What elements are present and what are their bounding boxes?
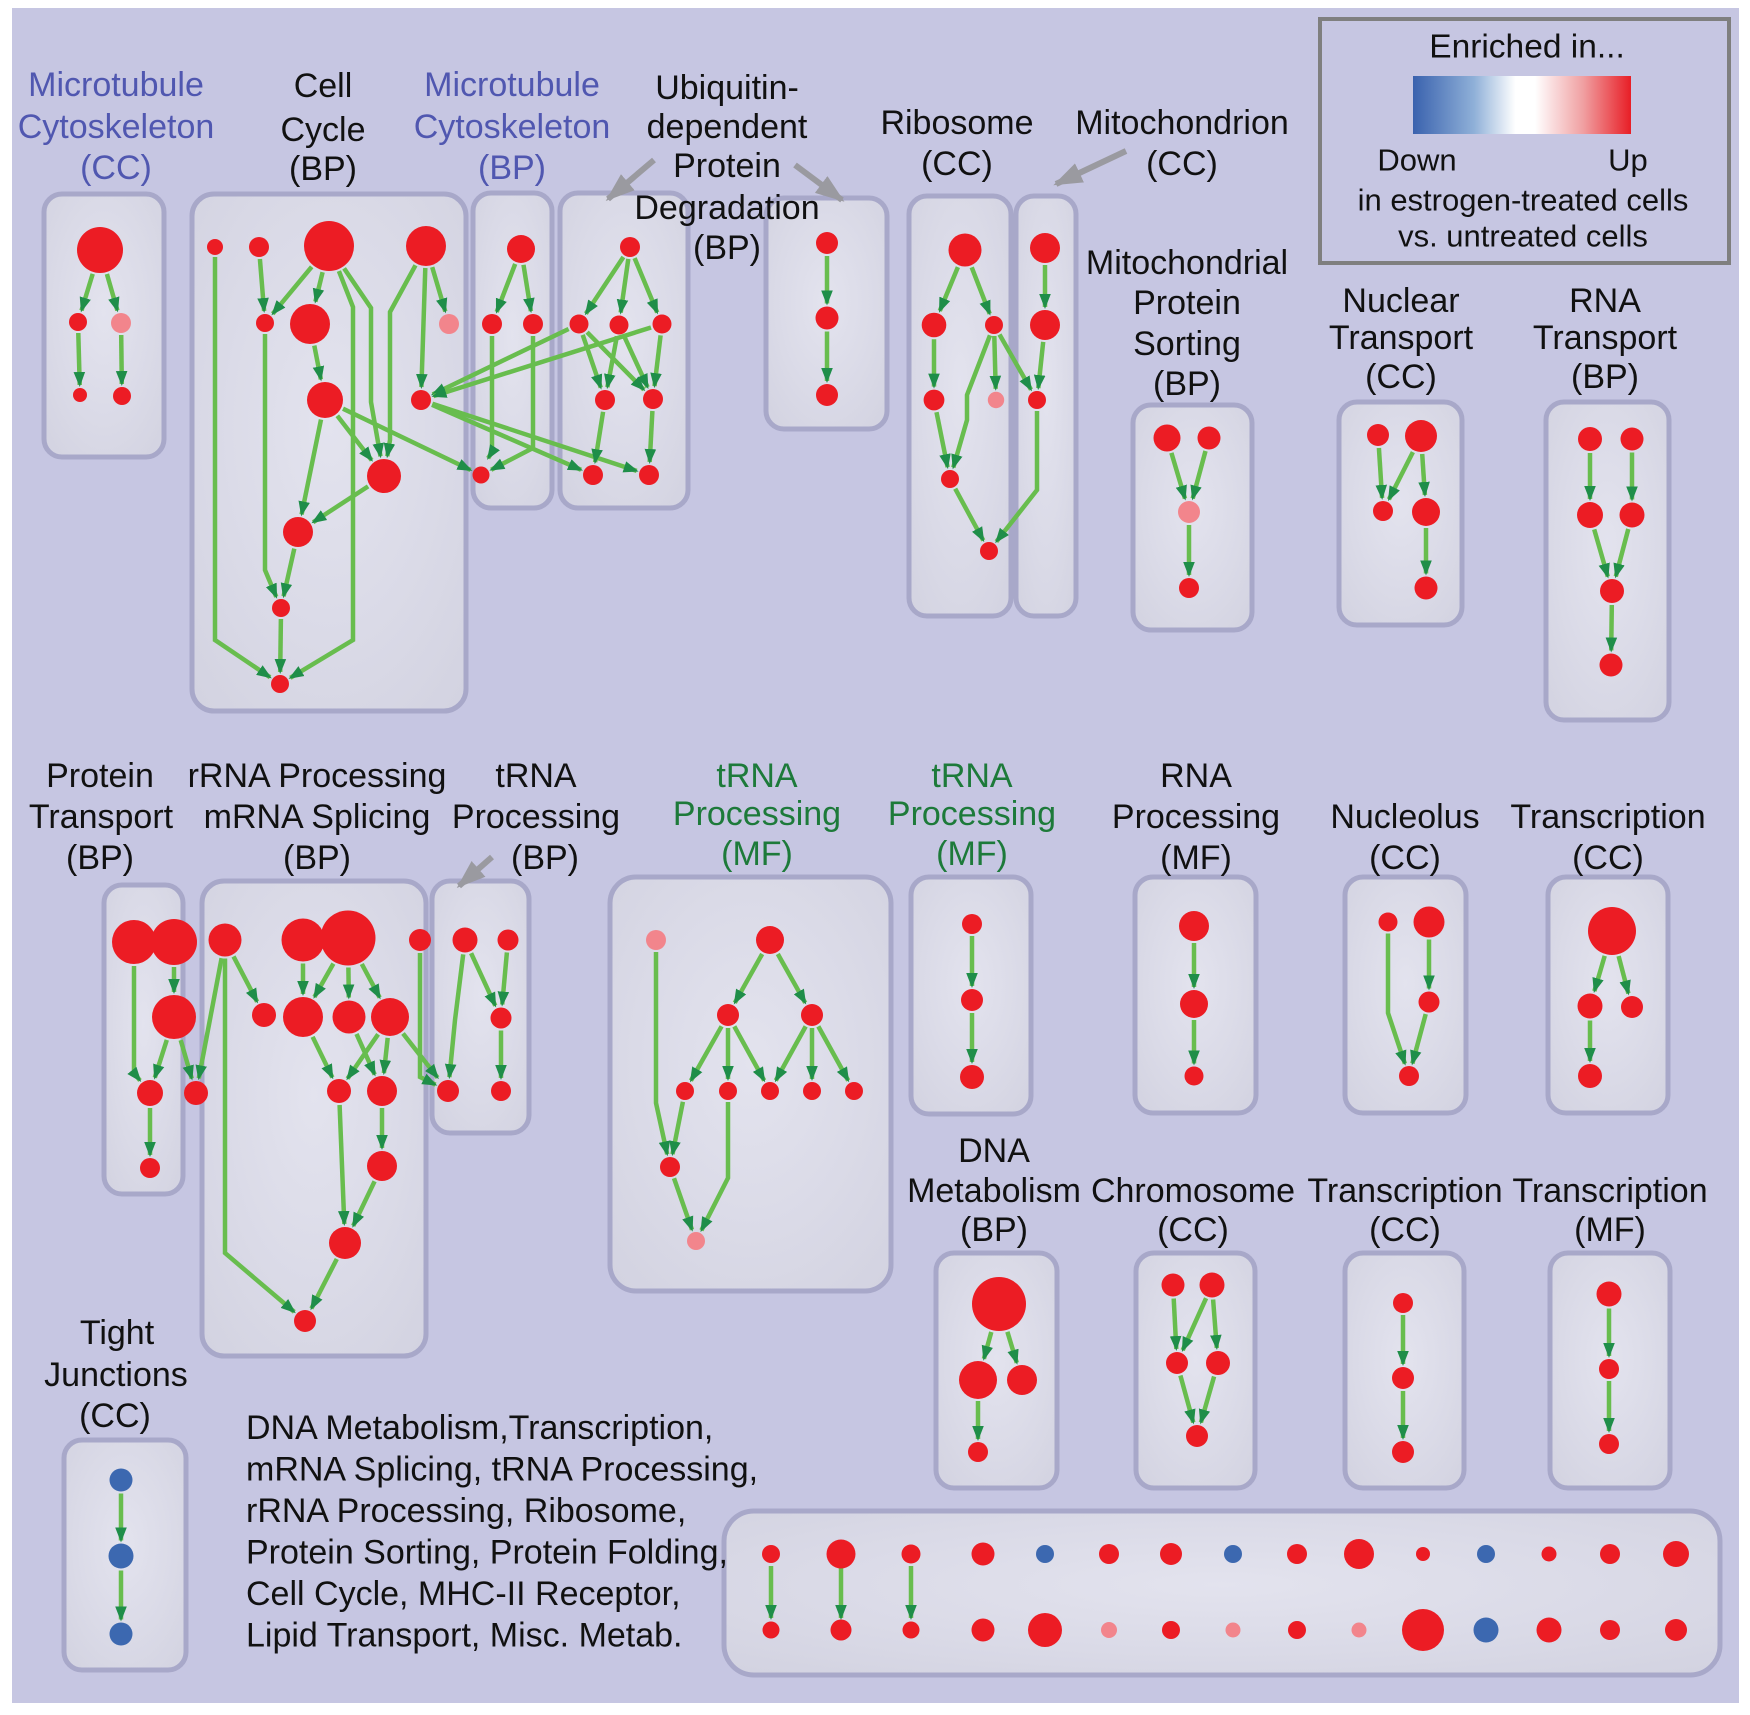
svg-text:Protein: Protein: [673, 147, 781, 185]
svg-text:Cell: Cell: [294, 67, 353, 105]
svg-text:Protein Sorting, Protein Foldi: Protein Sorting, Protein Folding,: [246, 1534, 728, 1572]
svg-text:Junctions: Junctions: [44, 1356, 188, 1394]
svg-text:DNA Metabolism,Transcription,: DNA Metabolism,Transcription,: [246, 1409, 713, 1447]
svg-text:Processing: Processing: [888, 795, 1056, 833]
svg-text:(BP): (BP): [1571, 358, 1639, 396]
svg-text:Mitochondrion: Mitochondrion: [1075, 104, 1289, 142]
svg-text:Tight: Tight: [80, 1314, 155, 1352]
svg-text:(BP): (BP): [693, 229, 761, 267]
svg-text:in estrogen-treated cells: in estrogen-treated cells: [1358, 183, 1689, 218]
svg-text:Transport: Transport: [1329, 319, 1474, 357]
svg-text:RNA: RNA: [1569, 282, 1641, 320]
svg-text:Processing: Processing: [673, 795, 841, 833]
svg-text:(BP): (BP): [478, 149, 546, 187]
svg-text:(CC): (CC): [1146, 145, 1218, 183]
svg-text:Nucleolus: Nucleolus: [1330, 798, 1479, 836]
svg-text:Down: Down: [1377, 143, 1456, 178]
svg-text:Up: Up: [1608, 143, 1648, 178]
svg-text:Enriched in...: Enriched in...: [1429, 29, 1625, 66]
svg-text:(CC): (CC): [1157, 1211, 1229, 1249]
svg-text:Degradation: Degradation: [634, 189, 819, 227]
svg-text:Processing: Processing: [1112, 798, 1280, 836]
svg-text:Processing: Processing: [452, 798, 620, 836]
svg-text:Protein: Protein: [1133, 284, 1241, 322]
svg-text:Ribosome: Ribosome: [880, 104, 1033, 142]
svg-text:(CC): (CC): [80, 149, 152, 187]
svg-text:RNA: RNA: [1160, 757, 1232, 795]
svg-text:(BP): (BP): [66, 839, 134, 877]
svg-text:(CC): (CC): [1369, 1211, 1441, 1249]
svg-text:(MF): (MF): [1160, 839, 1232, 877]
svg-text:(BP): (BP): [511, 839, 579, 877]
svg-text:(CC): (CC): [1369, 839, 1441, 877]
svg-text:Chromosome: Chromosome: [1091, 1172, 1295, 1210]
svg-text:Transcription: Transcription: [1510, 798, 1705, 836]
svg-text:Mitochondrial: Mitochondrial: [1086, 244, 1288, 282]
svg-text:Lipid Transport, Misc. Metab.: Lipid Transport, Misc. Metab.: [246, 1617, 683, 1655]
svg-text:(CC): (CC): [1365, 358, 1437, 396]
svg-text:mRNA Splicing: mRNA Splicing: [204, 798, 431, 836]
svg-text:Cytoskeleton: Cytoskeleton: [18, 108, 215, 146]
svg-text:vs. untreated cells: vs. untreated cells: [1398, 219, 1648, 254]
svg-text:(MF): (MF): [721, 835, 793, 873]
svg-text:(CC): (CC): [79, 1397, 151, 1435]
svg-text:Protein: Protein: [46, 757, 154, 795]
svg-text:Transport: Transport: [1533, 319, 1678, 357]
svg-text:Cytoskeleton: Cytoskeleton: [414, 108, 611, 146]
svg-text:(MF): (MF): [936, 835, 1008, 873]
svg-text:(BP): (BP): [289, 150, 357, 188]
svg-text:(BP): (BP): [283, 839, 351, 877]
svg-text:Transcription: Transcription: [1307, 1172, 1502, 1210]
svg-text:tRNA: tRNA: [931, 757, 1013, 795]
svg-text:Cycle: Cycle: [280, 111, 365, 149]
svg-text:DNA: DNA: [958, 1132, 1030, 1170]
svg-text:(CC): (CC): [921, 145, 993, 183]
svg-text:Ubiquitin-: Ubiquitin-: [655, 69, 799, 107]
svg-text:Nuclear: Nuclear: [1342, 282, 1459, 320]
svg-text:(CC): (CC): [1572, 839, 1644, 877]
svg-text:Transport: Transport: [29, 798, 174, 836]
svg-text:Cell Cycle, MHC-II Receptor,: Cell Cycle, MHC-II Receptor,: [246, 1575, 681, 1613]
svg-text:Transcription: Transcription: [1512, 1172, 1707, 1210]
svg-text:tRNA: tRNA: [495, 757, 577, 795]
svg-text:mRNA Splicing, tRNA Processing: mRNA Splicing, tRNA Processing,: [246, 1451, 758, 1489]
svg-text:(BP): (BP): [960, 1211, 1028, 1249]
svg-text:Metabolism: Metabolism: [907, 1172, 1081, 1210]
svg-text:(BP): (BP): [1153, 365, 1221, 403]
svg-text:rRNA Processing, Ribosome,: rRNA Processing, Ribosome,: [246, 1492, 686, 1530]
svg-text:tRNA: tRNA: [716, 757, 798, 795]
svg-text:Microtubule: Microtubule: [28, 66, 204, 104]
svg-text:(MF): (MF): [1574, 1211, 1646, 1249]
svg-text:Microtubule: Microtubule: [424, 66, 600, 104]
svg-text:rRNA Processing: rRNA Processing: [188, 757, 447, 795]
svg-text:Sorting: Sorting: [1133, 325, 1241, 363]
svg-text:dependent: dependent: [647, 108, 808, 146]
